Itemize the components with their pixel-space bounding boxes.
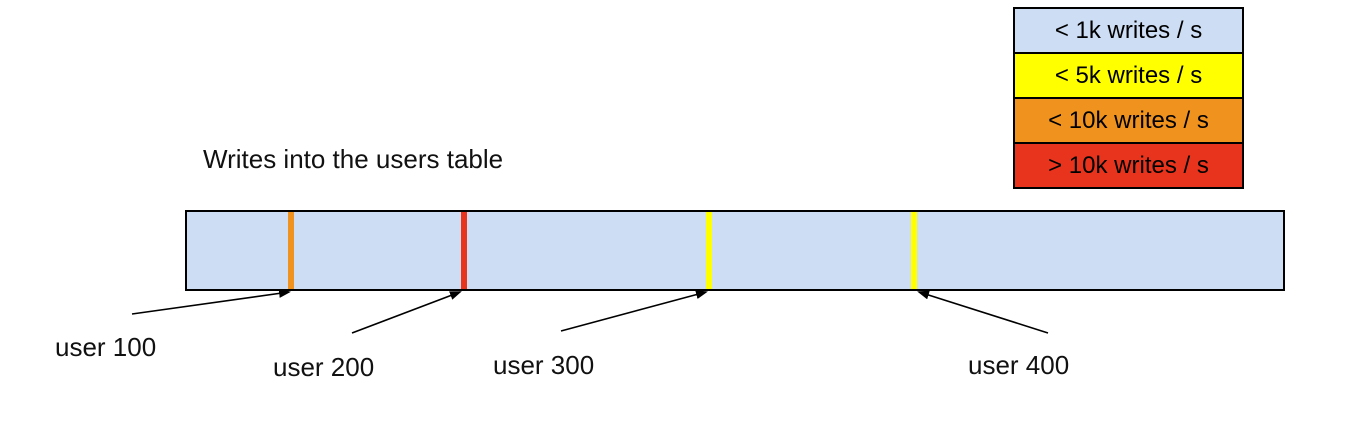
hotspot-stripe-user-400	[911, 212, 917, 289]
legend-item-label: < 5k writes / s	[1054, 61, 1203, 89]
label-user-200: user 200	[273, 352, 375, 382]
legend-item-lt-5k: < 5k writes / s	[1013, 52, 1244, 99]
legend: < 1k writes / s < 5k writes / s < 10k wr…	[1013, 7, 1244, 189]
users-table-keyspace-bar	[185, 210, 1285, 291]
arrow-user-300	[560, 290, 708, 332]
arrow-user-200	[351, 291, 462, 334]
legend-item-label: > 10k writes / s	[1048, 151, 1209, 179]
legend-item-lt-10k: < 10k writes / s	[1013, 97, 1244, 144]
arrow-user-100	[131, 288, 291, 315]
label-user-100: user 100	[55, 332, 157, 362]
hotspot-stripe-user-200	[461, 212, 467, 289]
label-user-400: user 400	[968, 350, 1070, 380]
label-user-300: user 300	[493, 350, 595, 380]
hotspot-stripe-user-300	[706, 212, 712, 289]
legend-item-label: < 1k writes / s	[1054, 16, 1203, 44]
legend-item-gt-10k: > 10k writes / s	[1013, 142, 1244, 189]
legend-item-lt-1k: < 1k writes / s	[1013, 7, 1244, 54]
hotspot-stripe-user-100	[288, 212, 294, 289]
diagram-title: Writes into the users table	[203, 144, 504, 174]
legend-item-label: < 10k writes / s	[1048, 106, 1209, 134]
arrow-user-400	[917, 290, 1049, 334]
